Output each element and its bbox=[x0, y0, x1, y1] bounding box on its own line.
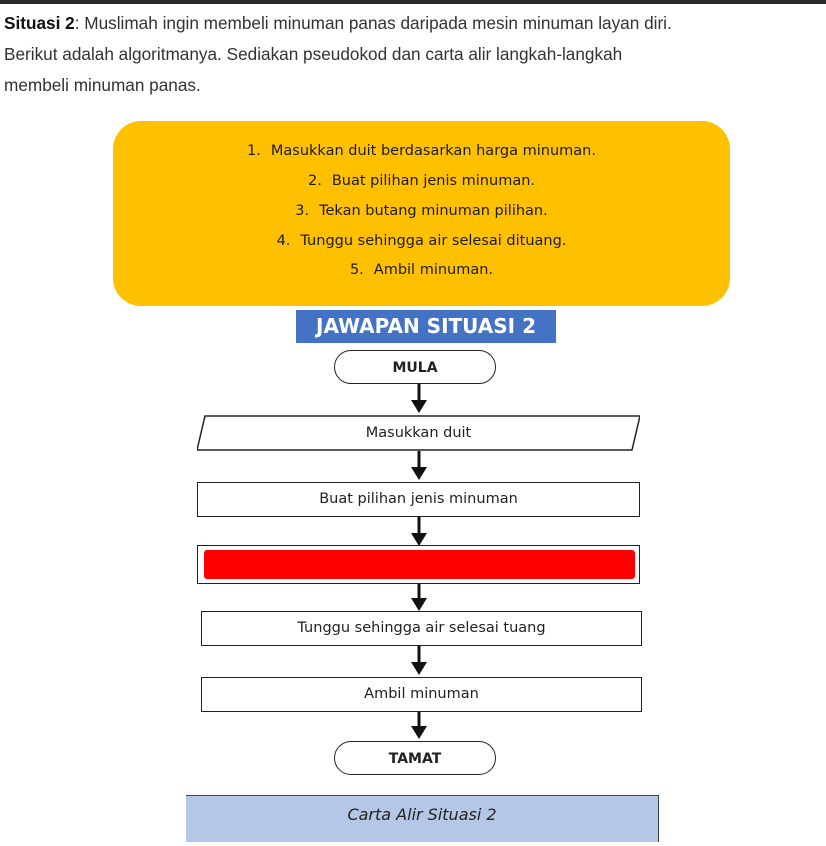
step-text: Buat pilihan jenis minuman. bbox=[331, 173, 535, 189]
figure-caption: Carta Alir Situasi 2 bbox=[186, 795, 659, 842]
step-number: 2. bbox=[308, 173, 322, 189]
algorithm-step: 4. Tunggu sehingga air selesai dituang. bbox=[113, 233, 730, 249]
algorithm-step: 5. Ambil minuman. bbox=[113, 262, 730, 278]
flowchart-input: Masukkan duit bbox=[365, 425, 472, 441]
top-border bbox=[0, 0, 826, 4]
algorithm-step: 3. Tekan butang minuman pilihan. bbox=[113, 203, 730, 219]
arrow-down-icon bbox=[411, 517, 427, 546]
step-text: Tunggu sehingga air selesai dituang. bbox=[300, 233, 567, 249]
arrow-down-icon bbox=[411, 646, 427, 675]
arrow-down-icon bbox=[411, 451, 427, 480]
situation-text: : Muslimah ingin membeli minuman panas d… bbox=[74, 13, 672, 33]
algorithm-step: 1. Masukkan duit berdasarkan harga minuma… bbox=[113, 143, 730, 159]
intro-line-1: Situasi 2: Muslimah ingin membeli minuma… bbox=[4, 8, 826, 39]
situation-description: Situasi 2: Muslimah ingin membeli minuma… bbox=[4, 8, 826, 101]
step-text: Tekan butang minuman pilihan. bbox=[319, 203, 548, 219]
algorithm-step: 2. Buat pilihan jenis minuman. bbox=[113, 173, 730, 189]
flowchart-process-wait: Tunggu sehingga air selesai tuang bbox=[201, 611, 642, 646]
arrow-down-icon bbox=[411, 712, 427, 739]
step-number: 5. bbox=[349, 262, 364, 278]
intro-line-3: membeli minuman panas. bbox=[4, 75, 201, 95]
situation-label: Situasi 2 bbox=[4, 13, 75, 33]
flowchart-end: TAMAT bbox=[334, 741, 496, 775]
step-number: 1. bbox=[247, 143, 261, 159]
algorithm-steps-box: 1. Masukkan duit berdasarkan harga minuma… bbox=[113, 121, 730, 306]
flowchart-process-hidden-frame bbox=[197, 545, 640, 584]
step-text: Masukkan duit berdasarkan harga minuman. bbox=[270, 143, 596, 159]
arrow-down-icon bbox=[411, 384, 427, 413]
flowchart-process-hidden bbox=[202, 548, 637, 581]
flowchart-start: MULA bbox=[334, 350, 496, 384]
intro-line-2: Berikut adalah algoritmanya. Sediakan ps… bbox=[4, 44, 623, 64]
flowchart-process-take: Ambil minuman bbox=[201, 677, 642, 712]
flowchart-process-choose: Buat pilihan jenis minuman bbox=[197, 482, 640, 517]
arrow-down-icon bbox=[411, 584, 427, 611]
step-text: Ambil minuman. bbox=[373, 262, 494, 278]
step-number: 3. bbox=[295, 203, 310, 219]
step-number: 4. bbox=[276, 233, 291, 249]
flowchart-input-shape bbox=[197, 415, 640, 451]
answer-title: JAWAPAN SITUASI 2 bbox=[296, 310, 556, 343]
